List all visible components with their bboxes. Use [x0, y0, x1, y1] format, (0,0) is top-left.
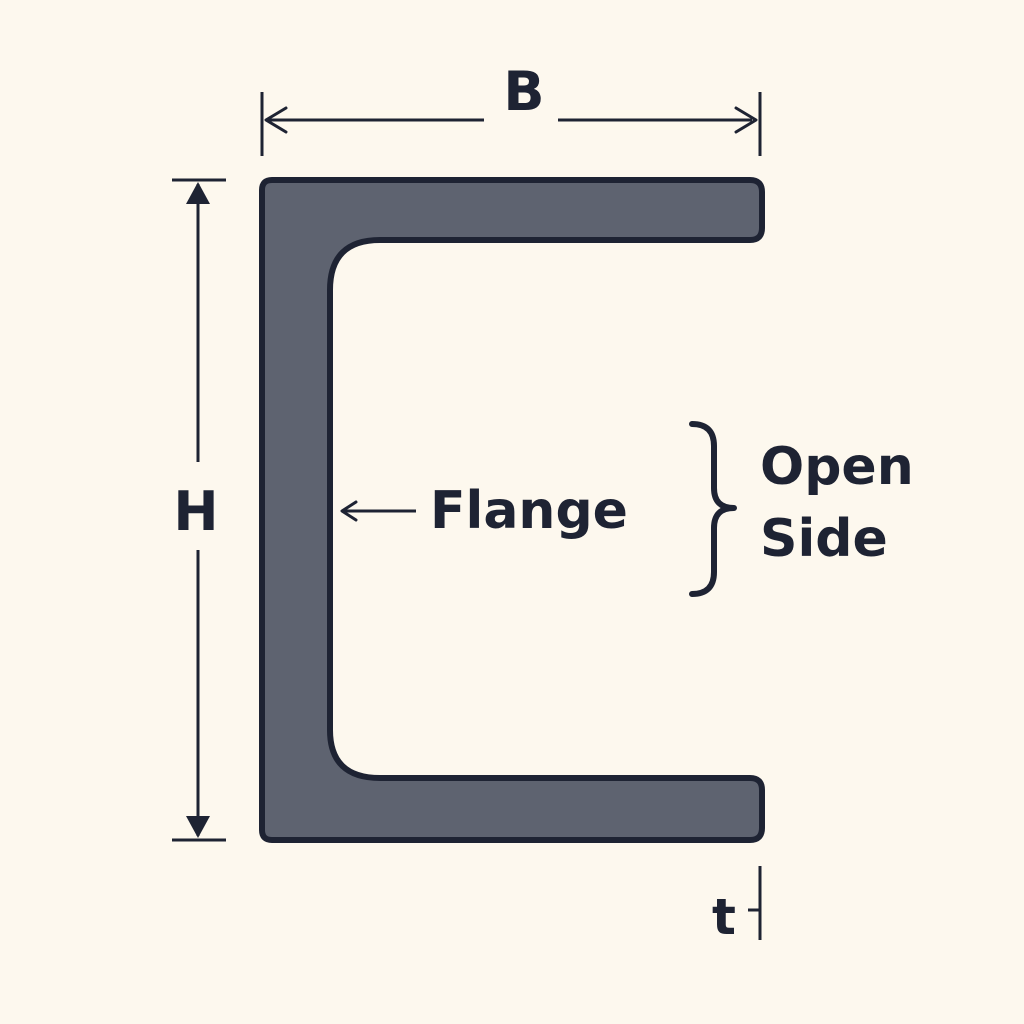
open-side-brace [689, 421, 737, 597]
thickness-callout: t [712, 866, 762, 946]
width-arrowhead-right [734, 106, 758, 134]
open-side-label-line1: Open [760, 437, 914, 497]
width-arrowhead-left [264, 106, 288, 134]
flange-arrowhead [340, 500, 358, 522]
open-side-label-line2: Side [760, 509, 888, 569]
height-label: H [173, 480, 218, 543]
open-side-callout: Open Side [689, 421, 914, 597]
c-channel-profile [259, 177, 765, 843]
flange-label: Flange [430, 481, 628, 541]
height-dimension: H [172, 178, 226, 842]
height-arrowhead-bottom [186, 816, 210, 838]
width-dimension: B [260, 60, 762, 156]
thickness-label: t [712, 888, 736, 946]
height-arrowhead-top [186, 182, 210, 204]
flange-callout: Flange [340, 481, 628, 541]
width-label: B [503, 60, 544, 123]
